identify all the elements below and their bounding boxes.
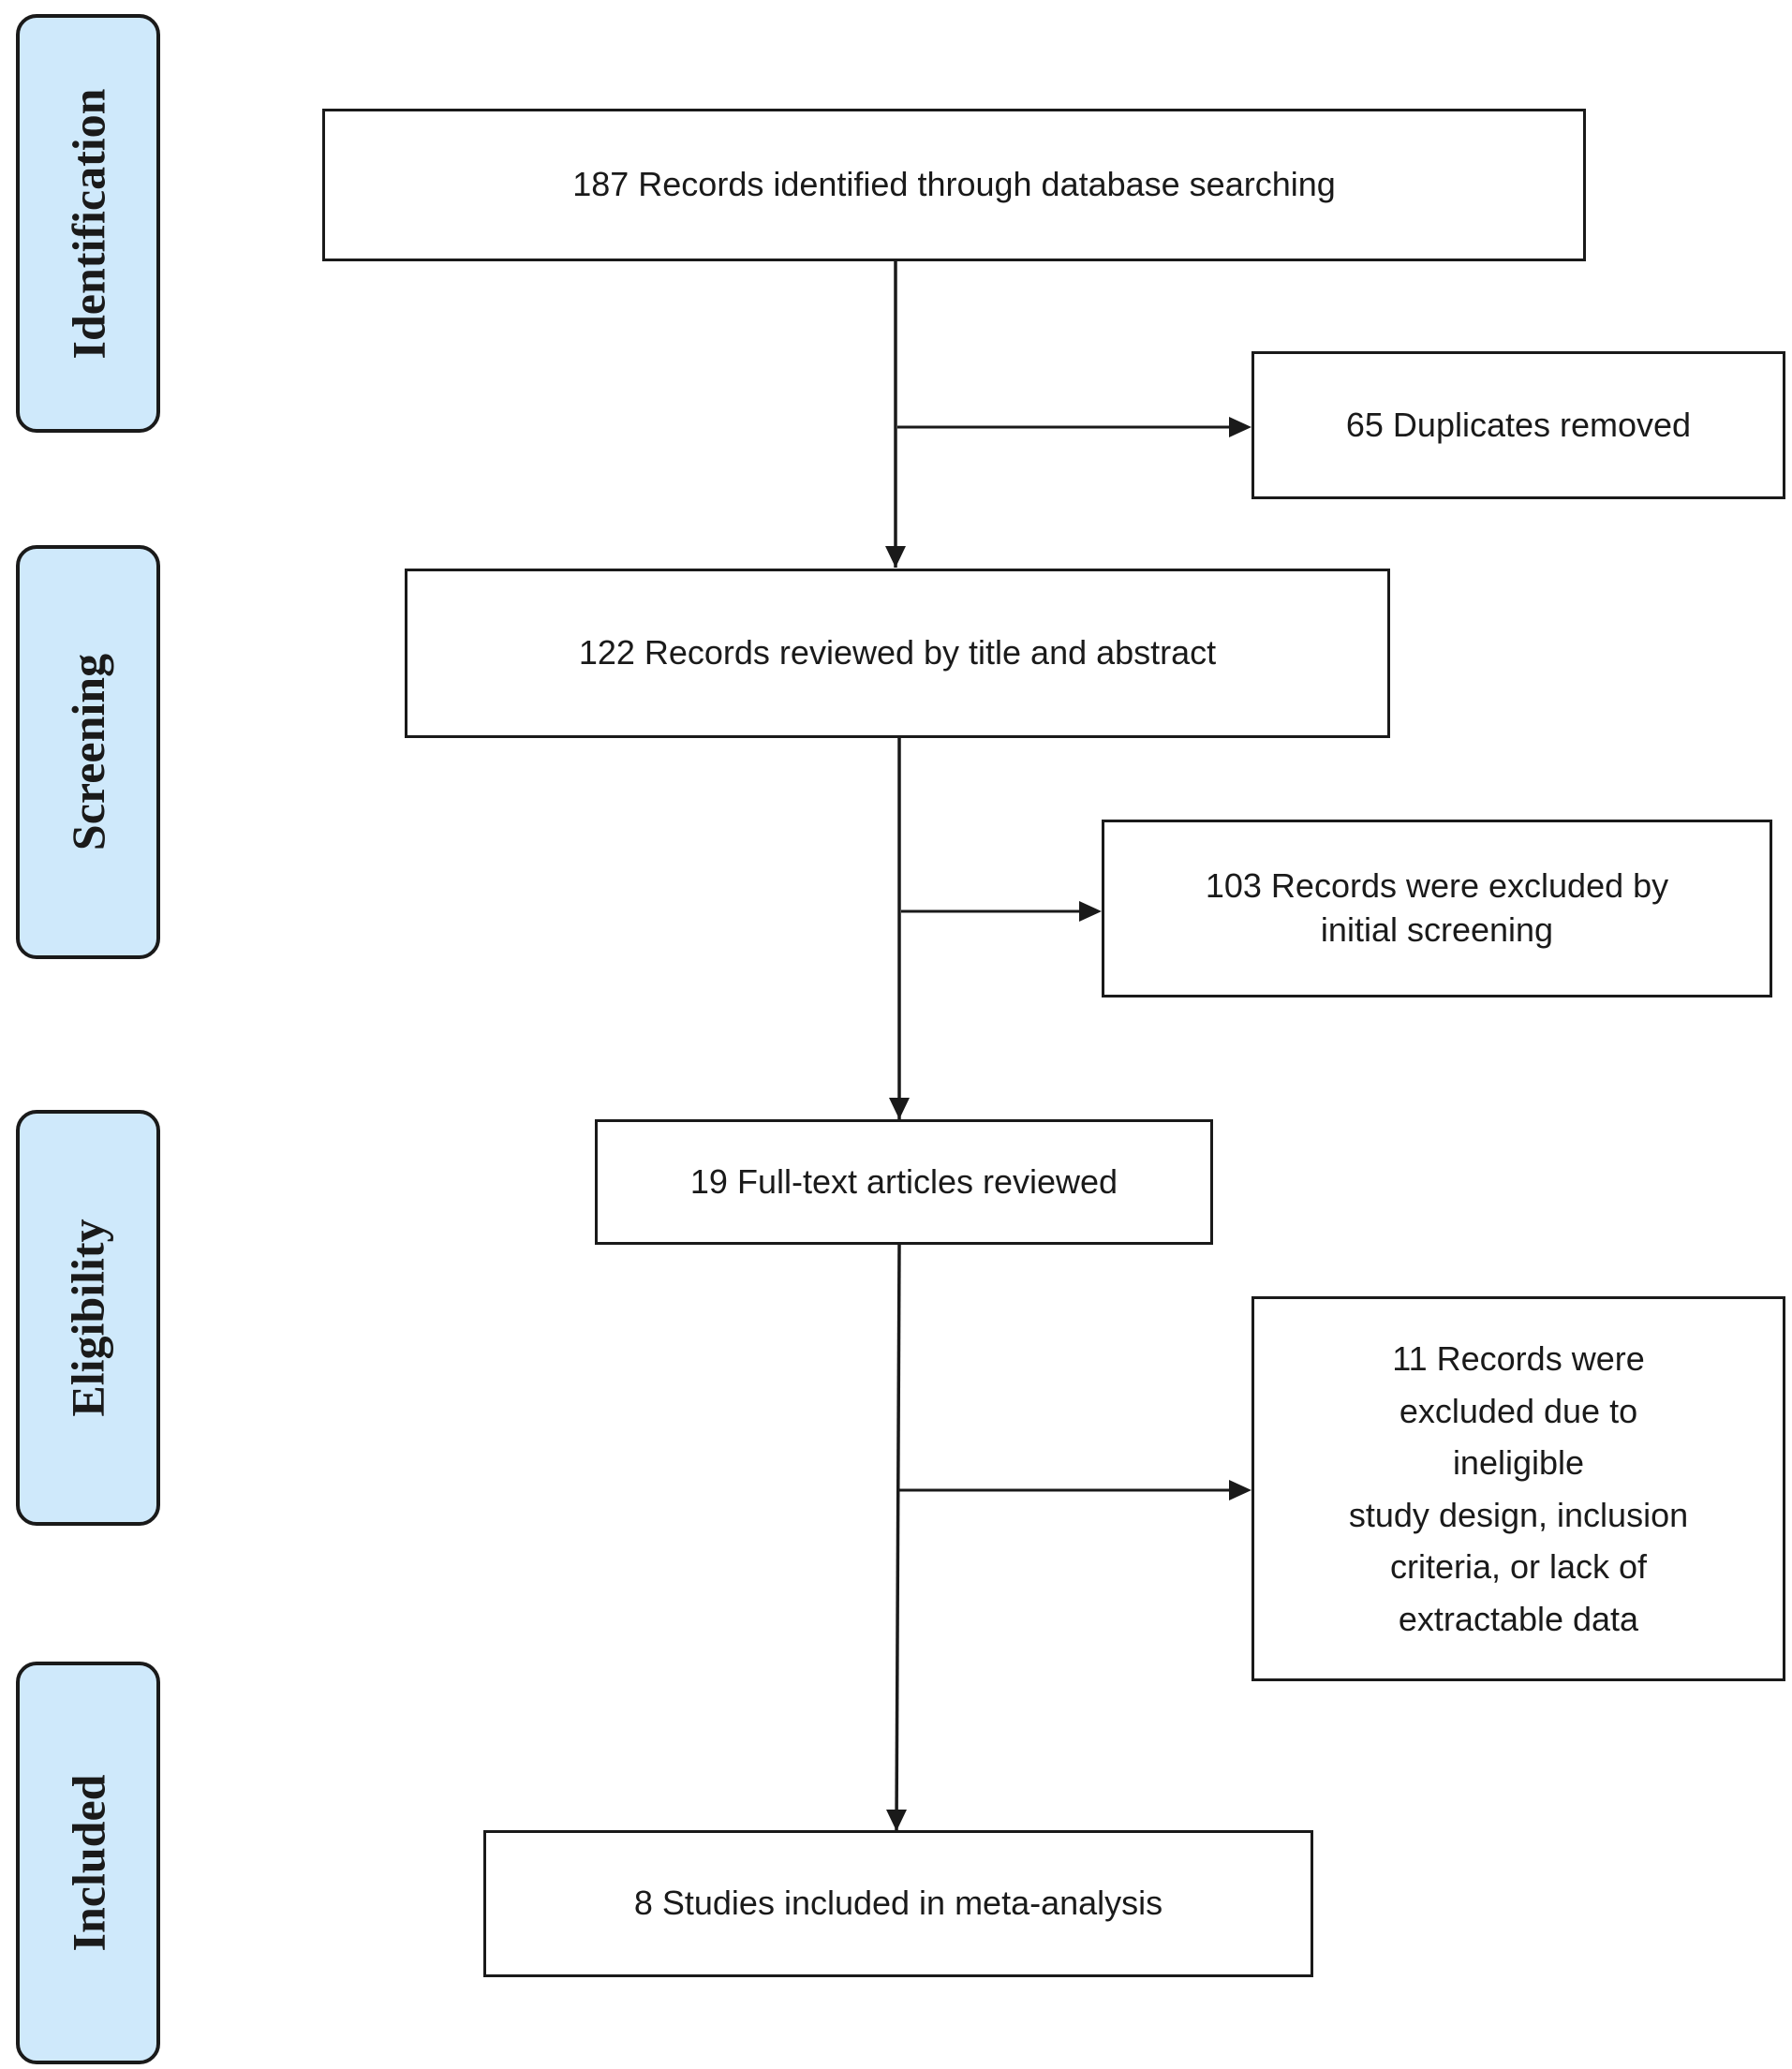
arrowhead-to-included [886, 1810, 907, 1831]
phase-identification: Identification [16, 14, 160, 433]
box-duplicates-removed: 65 Duplicates removed [1251, 351, 1785, 499]
excluded-eligibility-line: excluded due to [1399, 1391, 1638, 1430]
arrowhead-to-fulltext [889, 1098, 910, 1119]
arrowhead-to-excluded-screening [1079, 901, 1102, 922]
duplicates-removed-text: 65 Duplicates removed [1345, 405, 1692, 444]
records-identified-text: 187 Records identified through database … [572, 165, 1336, 204]
phase-included: Included [16, 1662, 160, 2064]
excluded-eligibility-line: study design, inclusion [1348, 1495, 1689, 1534]
phase-eligibility: Eligibility [16, 1110, 160, 1526]
arrowhead-to-duplicates [1229, 417, 1251, 437]
arrow-fulltext-to-included [895, 1244, 901, 1832]
box-excluded-eligibility: 11 Records were excluded due to ineligib… [1251, 1296, 1785, 1681]
box-studies-included: 8 Studies included in meta-analysis [483, 1830, 1313, 1977]
arrowhead-to-excluded-eligibility [1229, 1480, 1251, 1500]
excluded-eligibility-line: 11 Records were [1392, 1339, 1645, 1378]
fulltext-reviewed-text: 19 Full-text articles reviewed [689, 1161, 1118, 1201]
excluded-eligibility-line: ineligible [1452, 1443, 1585, 1482]
excluded-eligibility-line: extractable data [1398, 1599, 1639, 1638]
records-reviewed-text: 122 Records reviewed by title and abstra… [578, 633, 1217, 672]
phase-screening: Screening [16, 545, 160, 959]
box-records-reviewed: 122 Records reviewed by title and abstra… [405, 569, 1390, 738]
excluded-eligibility-line: criteria, or lack of [1389, 1547, 1648, 1586]
box-excluded-screening: 103 Records were excluded by initial scr… [1102, 820, 1772, 998]
box-fulltext-reviewed: 19 Full-text articles reviewed [595, 1119, 1213, 1245]
excluded-screening-line-2: initial screening [1320, 910, 1554, 949]
arrowhead-to-reviewed [885, 546, 906, 568]
studies-included-text: 8 Studies included in meta-analysis [633, 1884, 1163, 1923]
box-records-identified: 187 Records identified through database … [322, 109, 1586, 261]
excluded-screening-line-1: 103 Records were excluded by [1205, 866, 1669, 906]
